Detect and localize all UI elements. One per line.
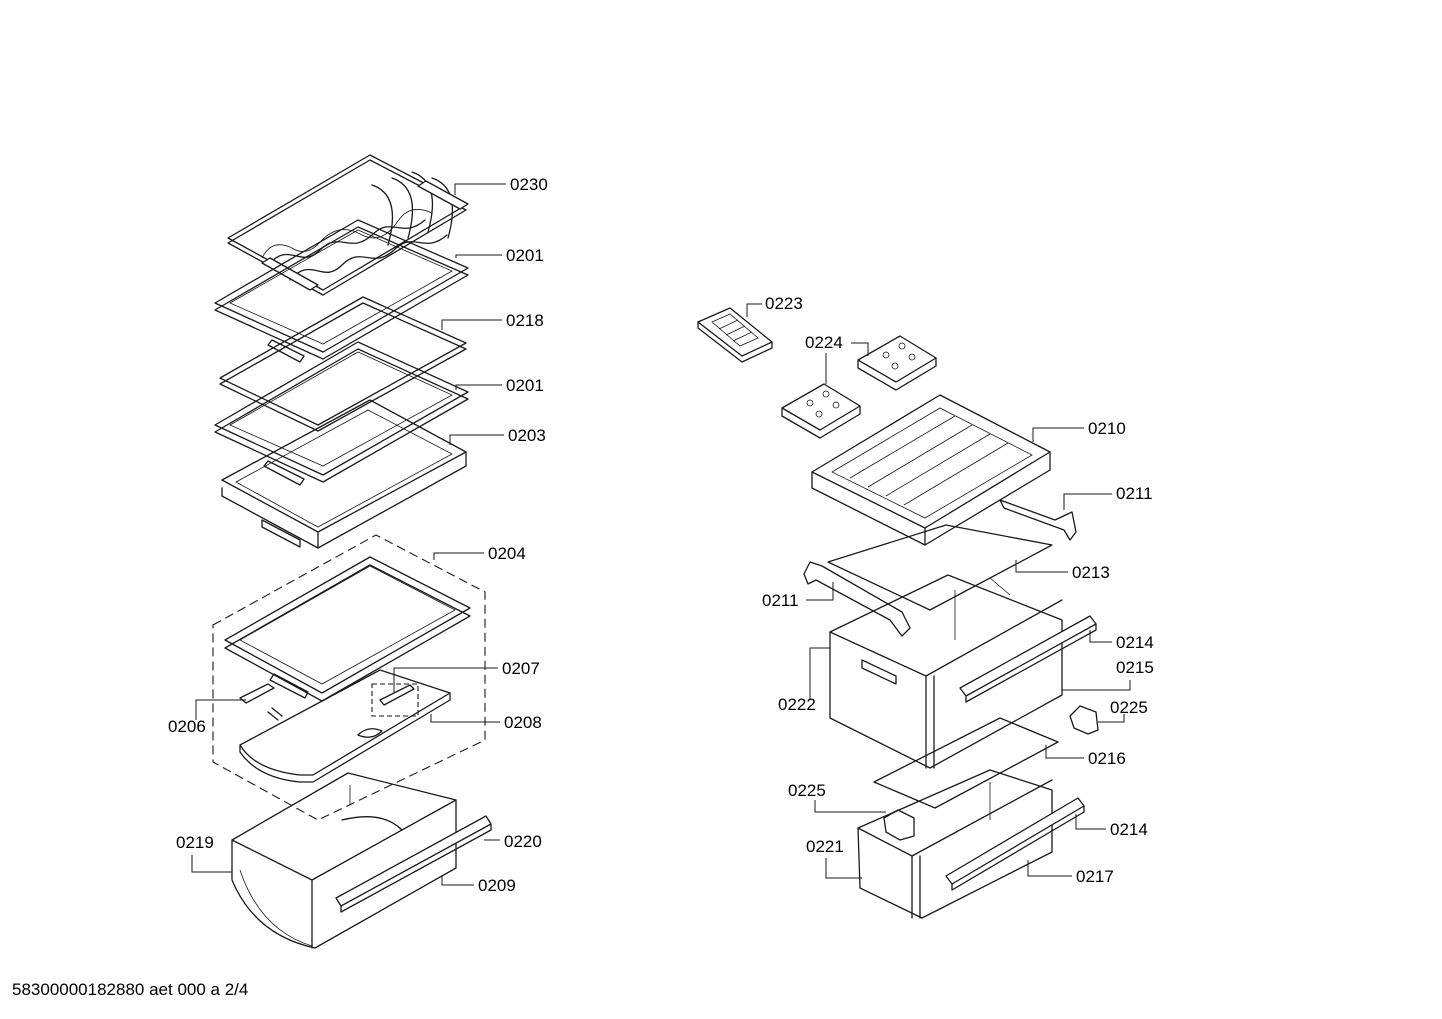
callout-0223: 0223 bbox=[765, 294, 803, 313]
callout-0209: 0209 bbox=[478, 876, 516, 895]
part-0216-glass-plate bbox=[873, 717, 1059, 809]
callout-0207: 0207 bbox=[502, 659, 540, 678]
callout-0217: 0217 bbox=[1076, 867, 1114, 886]
assembly-0204-boundary bbox=[212, 534, 486, 821]
callout-0215: 0215 bbox=[1116, 658, 1154, 677]
callout-0213: 0213 bbox=[1072, 563, 1110, 582]
callout-0221: 0221 bbox=[806, 837, 844, 856]
callout-0208: 0208 bbox=[504, 713, 542, 732]
part-0213-glass-plate bbox=[827, 524, 1053, 611]
callout-0211-right: 0211 bbox=[1116, 484, 1153, 503]
callout-0204: 0204 bbox=[488, 544, 526, 563]
callout-0224: 0224 bbox=[805, 333, 843, 352]
document-reference-footer: 58300000182880 aet 000 a 2/4 bbox=[12, 980, 249, 999]
callout-0220: 0220 bbox=[504, 832, 542, 851]
callout-0214-lower: 0214 bbox=[1110, 820, 1148, 839]
callout-0201-upper: 0201 bbox=[506, 246, 544, 265]
callout-0210: 0210 bbox=[1088, 419, 1126, 438]
part-0206-clip bbox=[239, 683, 283, 721]
callout-0214-upper: 0214 bbox=[1116, 633, 1154, 652]
callout-0225-upper: 0225 bbox=[1110, 698, 1148, 717]
part-0201-glass-shelf-upper bbox=[214, 219, 469, 363]
callout-0230: 0230 bbox=[510, 175, 548, 194]
part-0211-rail-right bbox=[999, 499, 1077, 541]
callout-labels: 0230 0201 0218 0201 0203 0204 0207 0206 … bbox=[168, 175, 1154, 895]
part-0214-handle-upper bbox=[959, 615, 1097, 697]
leader-lines bbox=[191, 183, 1131, 886]
part-0225-clip-upper bbox=[1069, 705, 1099, 735]
part-0211-rail-left bbox=[803, 561, 911, 637]
part-0203-shelf-frame bbox=[221, 399, 467, 549]
part-0210-freezer-tray bbox=[811, 394, 1051, 546]
callout-0219: 0219 bbox=[176, 833, 214, 852]
part-0207-hinge-box bbox=[371, 683, 419, 717]
part-0223-ice-tray bbox=[697, 307, 773, 363]
part-0230-wine-rack bbox=[227, 154, 469, 296]
part-0201-glass-shelf-lower bbox=[214, 341, 469, 486]
callout-0218: 0218 bbox=[506, 311, 544, 330]
callout-0201-lower: 0201 bbox=[506, 376, 544, 395]
part-0221-drawer bbox=[857, 769, 1053, 919]
callout-0211-left: 0211 bbox=[762, 591, 799, 610]
part-0208-cover bbox=[239, 669, 451, 783]
callout-0203: 0203 bbox=[508, 426, 546, 445]
callout-0225-lower: 0225 bbox=[788, 781, 826, 800]
part-0224-cooling-element-right bbox=[857, 335, 937, 391]
callout-0206: 0206 bbox=[168, 717, 206, 736]
part-0222-drawer bbox=[829, 574, 1063, 769]
part-0207-hinge bbox=[379, 684, 415, 706]
part-0218-glass-plate bbox=[219, 296, 467, 432]
part-0224-cooling-element-left bbox=[781, 383, 861, 439]
callout-0216: 0216 bbox=[1088, 749, 1126, 768]
part-0204-shelf bbox=[224, 556, 471, 702]
callout-0222: 0222 bbox=[778, 695, 816, 714]
part-0219-drawer bbox=[231, 772, 457, 949]
